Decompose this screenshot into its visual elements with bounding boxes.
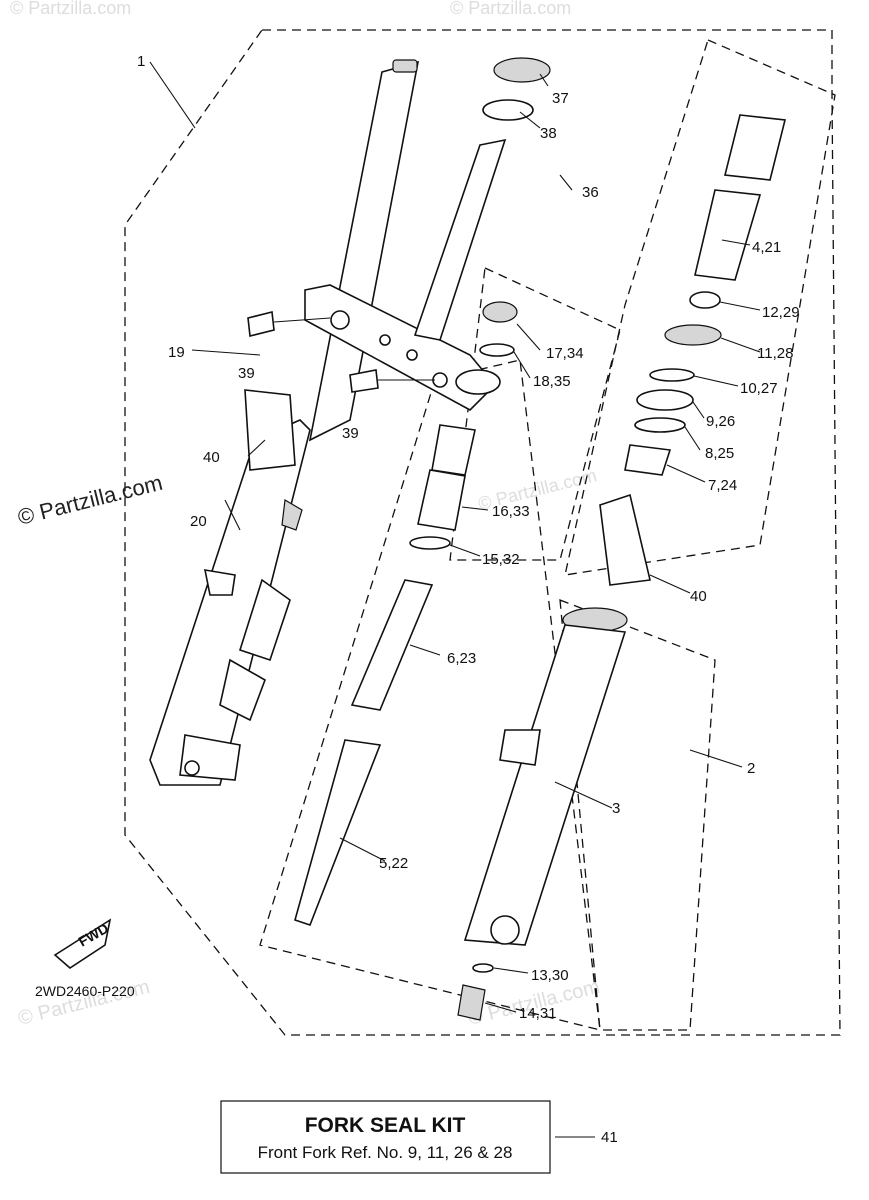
- axle-hole: [184, 760, 200, 776]
- outer-tube-lower: [149, 419, 311, 786]
- triple-clamp: [247, 284, 501, 411]
- callout-41[interactable]: 41: [601, 1129, 618, 1146]
- part-15-32-washer: [409, 536, 451, 550]
- bracket-hole-3: [406, 349, 418, 361]
- callout-13-30[interactable]: 13,30: [531, 967, 569, 984]
- part-3-lug: [499, 729, 541, 766]
- callout-39-upper[interactable]: 39: [238, 365, 255, 382]
- part-8-25: [634, 417, 686, 433]
- callout-40-right[interactable]: 40: [690, 588, 707, 605]
- outer-tube-right: [457, 607, 628, 1021]
- callout-8-25[interactable]: 8,25: [705, 445, 734, 462]
- callout-3[interactable]: 3: [612, 800, 620, 817]
- callout-38[interactable]: 38: [540, 125, 557, 142]
- part-16-33-upper: [431, 424, 476, 476]
- group-boundary-cap: [449, 267, 621, 561]
- callout-19[interactable]: 19: [168, 344, 185, 361]
- group-boundary-inner: [259, 359, 601, 1031]
- caliper-lug: [203, 569, 236, 596]
- axle-boss: [490, 915, 520, 945]
- part-38-washer: [482, 99, 534, 121]
- callout-9-26[interactable]: 9,26: [706, 413, 735, 430]
- part-17-34-bolt: [482, 301, 518, 323]
- part-10-27: [649, 368, 695, 382]
- kit-subtitle: Front Fork Ref. No. 9, 11, 26 & 28: [258, 1143, 513, 1162]
- callout-37[interactable]: 37: [552, 90, 569, 107]
- callout-17-34[interactable]: 17,34: [546, 345, 584, 362]
- watermark-top-left: © Partzilla.com: [10, 0, 131, 18]
- part-3-tube: [463, 624, 627, 946]
- part-40-guard: [599, 493, 651, 586]
- callout-2[interactable]: 2: [747, 760, 755, 777]
- diagram-ref-code: 2WD2460-P220: [35, 983, 135, 999]
- bracket-hole-4: [432, 372, 448, 388]
- watermark-top-center: © Partzilla.com: [450, 0, 571, 18]
- part-13-30-washer: [472, 963, 494, 973]
- callout-7-24[interactable]: 7,24: [708, 477, 737, 494]
- part-9-26: [636, 389, 694, 411]
- fwd-arrow: FWD: [53, 918, 112, 970]
- part-4-21-lower: [694, 189, 762, 281]
- callout-16-33[interactable]: 16,33: [492, 503, 530, 520]
- part-5-22-rod: [294, 739, 382, 926]
- fwd-arrow-icon: [53, 918, 112, 970]
- reflector-mount: [281, 499, 303, 531]
- kit-title: FORK SEAL KIT: [305, 1114, 466, 1137]
- part-4-21-upper: [724, 114, 786, 181]
- group-boundary-damper: [564, 39, 836, 576]
- bracket-hole-2: [379, 334, 391, 346]
- part-16-33-lower: [417, 469, 466, 531]
- part-14-31-bolt: [457, 984, 486, 1021]
- fork-cap-top: [392, 59, 418, 73]
- callout-18-35[interactable]: 18,35: [533, 373, 571, 390]
- callout-6-23[interactable]: 6,23: [447, 650, 476, 667]
- fork-seal-kit-box[interactable]: FORK SEAL KIT Front Fork Ref. No. 9, 11,…: [220, 1100, 551, 1174]
- callout-4-21[interactable]: 4,21: [752, 239, 781, 256]
- callout-10-27[interactable]: 10,27: [740, 380, 778, 397]
- right-stack: [599, 114, 786, 586]
- bolt-39-upper: [247, 311, 275, 337]
- damper-rod-36: [413, 57, 551, 341]
- part-11-28: [664, 324, 722, 346]
- callout-40-left[interactable]: 40: [203, 449, 220, 466]
- callout-11-28[interactable]: 11,28: [757, 345, 793, 362]
- part-6-23-spring: [350, 579, 434, 711]
- kit-box-frame: [220, 1100, 551, 1174]
- group-boundary-2: [559, 599, 716, 1031]
- callout-20[interactable]: 20: [190, 513, 207, 530]
- bolt-39-lower: [349, 369, 379, 393]
- callout-39-lower[interactable]: 39: [342, 425, 359, 442]
- bracket-hole-1: [330, 310, 350, 330]
- outer-tube-left: [149, 59, 420, 786]
- callout-1[interactable]: 1: [137, 53, 145, 70]
- part-36-rod: [413, 138, 507, 341]
- caliper-bracket-upper: [239, 578, 291, 662]
- leader-lines: [149, 61, 761, 1138]
- callout-14-31[interactable]: 14,31: [519, 1005, 557, 1022]
- callout-15-32[interactable]: 15,32: [482, 551, 520, 568]
- callout-5-22[interactable]: 5,22: [379, 855, 408, 872]
- watermark-main: © Partzilla.com: [15, 470, 165, 530]
- caliper-bracket-lower: [219, 658, 266, 722]
- part-37-cap: [493, 57, 551, 83]
- part-7-24: [624, 444, 672, 476]
- part-18-35-oring: [479, 343, 515, 357]
- part-12-29: [689, 291, 721, 309]
- guard-upper: [244, 389, 296, 471]
- callout-36[interactable]: 36: [582, 184, 599, 201]
- inner-stack: [294, 424, 476, 926]
- group-boundary-1: [124, 29, 841, 1036]
- callout-labels: 1 37 38 36 4,21 12,29 17,34 11,28 19 39 …: [137, 53, 800, 1146]
- clamp-ring: [455, 369, 501, 395]
- callout-12-29[interactable]: 12,29: [762, 304, 800, 321]
